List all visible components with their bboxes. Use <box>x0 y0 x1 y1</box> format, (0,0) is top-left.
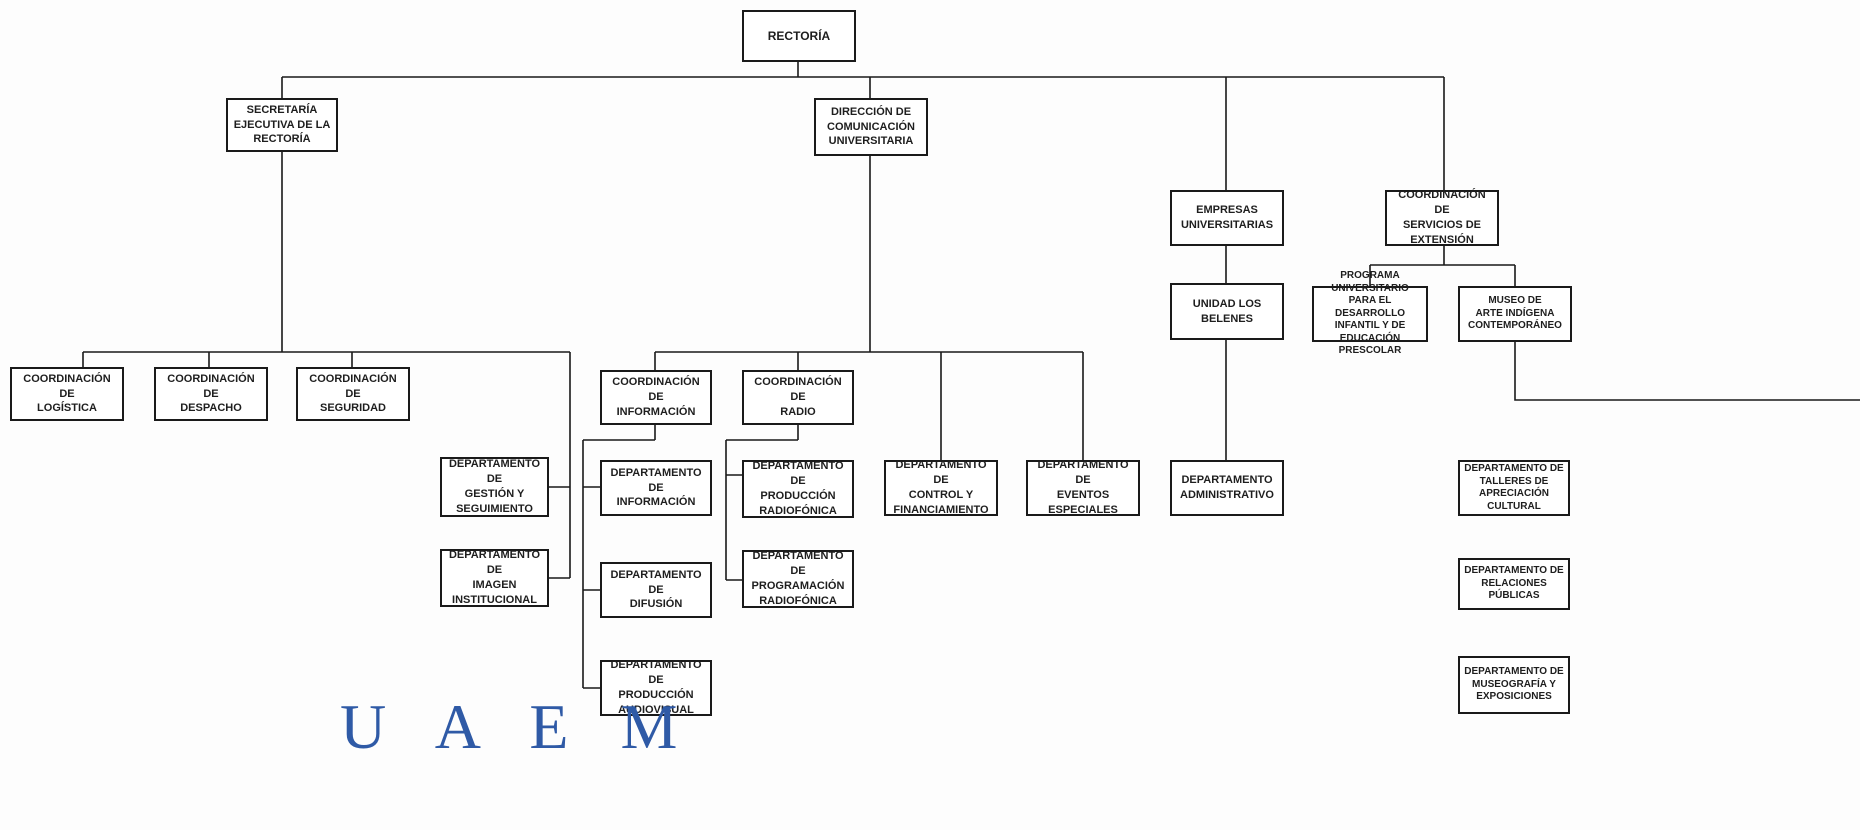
depto-eventos-especiales-box: DEPARTAMENTO DE EVENTOS ESPECIALES <box>1026 459 1140 516</box>
depto-museografia-exposiciones-box: DEPARTAMENTO DE MUSEOGRAFÍA Y EXPOSICION… <box>1458 656 1570 714</box>
depto-produccion-radiofonica-box: DEPARTAMENTO DE PRODUCCIÓN RADIOFÓNICA <box>742 460 854 518</box>
coordinacion-radio-box: COORDINACIÓN DE RADIO <box>742 370 854 425</box>
depto-informacion-box: DEPARTAMENTO DE INFORMACIÓN <box>600 460 712 516</box>
empresas-universitarias-box: EMPRESAS UNIVERSITARIAS <box>1170 190 1284 246</box>
rectoria-box: RECTORÍA <box>742 10 856 62</box>
unidad-los-belenes-box: UNIDAD LOS BELENES <box>1170 283 1284 340</box>
coordinacion-informacion-box: COORDINACIÓN DE INFORMACIÓN <box>600 370 712 425</box>
depto-control-financiamiento-box: DEPARTAMENTO DE CONTROL Y FINANCIAMIENTO <box>884 459 998 516</box>
depto-relaciones-publicas-box: DEPARTAMENTO DE RELACIONES PÚBLICAS <box>1458 558 1570 610</box>
depto-talleres-apreciacion-box: DEPARTAMENTO DE TALLERES DE APRECIACIÓN … <box>1458 460 1570 516</box>
depto-gestion-seguimiento-box: DEPARTAMENTO DE GESTIÓN Y SEGUIMIENTO <box>440 457 549 517</box>
depto-programacion-radiofonica-box: DEPARTAMENTO DE PROGRAMACIÓN RADIOFÓNICA <box>742 550 854 608</box>
coordinacion-despacho-box: COORDINACIÓN DE DESPACHO <box>154 367 268 421</box>
coordinacion-extension-box: COORDINACIÓN DE SERVICIOS DE EXTENSIÓN <box>1385 189 1499 246</box>
coordinacion-seguridad-box: COORDINACIÓN DE SEGURIDAD <box>296 367 410 421</box>
depto-produccion-audiovisual-box: DEPARTAMENTO DE PRODUCCIÓN AUDIOVISUAL <box>600 659 712 716</box>
depto-imagen-institucional-box: DEPARTAMENTO DE IMAGEN INSTITUCIONAL <box>440 549 549 607</box>
museo-arte-indigena-box: MUSEO DE ARTE INDÍGENA CONTEMPORÁNEO <box>1458 286 1572 342</box>
uaem-logo-text: U A E M <box>340 691 696 762</box>
depto-difusion-box: DEPARTAMENTO DE DIFUSIÓN <box>600 562 712 618</box>
direccion-comunicacion-box: DIRECCIÓN DE COMUNICACIÓN UNIVERSITARIA <box>814 98 928 156</box>
depto-administrativo-box: DEPARTAMENTO ADMINISTRATIVO <box>1170 460 1284 516</box>
coordinacion-logistica-box: COORDINACIÓN DE LOGÍSTICA <box>10 367 124 421</box>
secretaria-ejecutiva-box: SECRETARÍA EJECUTIVA DE LA RECTORÍA <box>226 98 338 152</box>
programa-universitario-box: PROGRAMA UNIVERSITARIO PARA EL DESARROLL… <box>1312 270 1428 356</box>
